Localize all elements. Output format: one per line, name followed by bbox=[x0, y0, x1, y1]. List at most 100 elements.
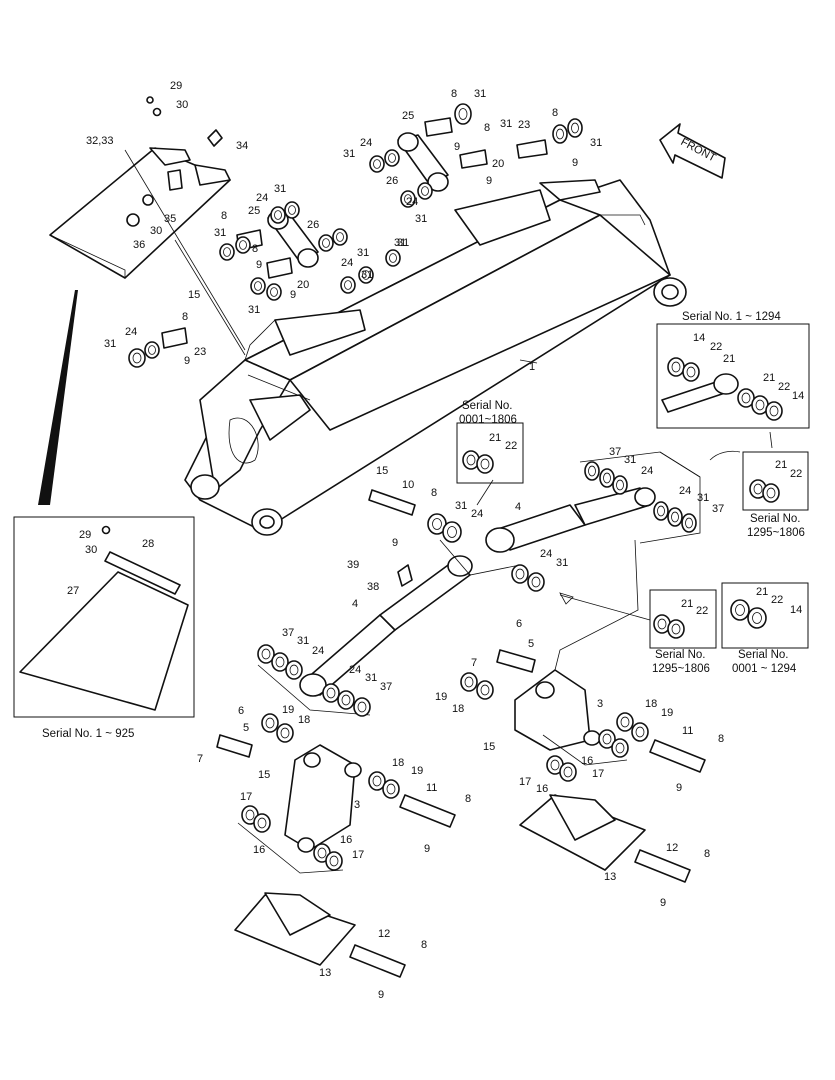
washer-hole-13 bbox=[344, 280, 352, 290]
callout-c31e: 31 bbox=[415, 213, 427, 225]
washer-12 bbox=[332, 228, 348, 246]
front-direction-arrow: FRONT bbox=[659, 123, 726, 179]
callout-c14c: 14 bbox=[790, 604, 802, 616]
callout-c15d: 15 bbox=[258, 769, 270, 781]
washer-hole-35 bbox=[357, 701, 367, 713]
callout-c31h: 31 bbox=[214, 227, 226, 239]
callout-c14b: 14 bbox=[792, 390, 804, 402]
callout-c25a: 25 bbox=[402, 110, 414, 122]
callout-c14a: 14 bbox=[693, 332, 705, 344]
washer-hole-14 bbox=[362, 270, 370, 280]
washer-hole-24 bbox=[616, 479, 624, 491]
boom-assembly bbox=[184, 179, 687, 536]
callout-c8i: 8 bbox=[704, 848, 710, 860]
washer-hole-21 bbox=[447, 526, 457, 538]
caption-serial-0001-1806-line2: 0001~1806 bbox=[459, 414, 517, 426]
callout-c18d: 18 bbox=[392, 757, 404, 769]
washer-27 bbox=[681, 513, 697, 533]
callout-c9e: 9 bbox=[290, 289, 296, 301]
callout-c31p: 31 bbox=[697, 492, 709, 504]
callout-c24e: 24 bbox=[125, 326, 137, 338]
callout-c29b: 29 bbox=[79, 529, 91, 541]
washer-hole-27 bbox=[685, 517, 693, 529]
washer-0 bbox=[454, 103, 472, 125]
washer-3 bbox=[369, 155, 385, 173]
caption-serial-0001-1806-line1: Serial No. bbox=[462, 400, 513, 412]
washer-hole-45 bbox=[329, 855, 339, 867]
washer-48 bbox=[598, 729, 616, 749]
washer-4 bbox=[384, 149, 400, 167]
washer-29 bbox=[527, 572, 545, 592]
callout-c31d: 31 bbox=[500, 118, 512, 130]
callout-c13b: 13 bbox=[319, 967, 331, 979]
callout-c31c: 31 bbox=[343, 148, 355, 160]
base-13-right bbox=[519, 794, 646, 871]
callout-c29a: 29 bbox=[170, 80, 182, 92]
callout-c9f: 9 bbox=[184, 355, 190, 367]
washer-64 bbox=[747, 607, 767, 629]
washer-hole-59 bbox=[753, 483, 763, 495]
washer-33 bbox=[322, 683, 340, 703]
washer-40 bbox=[368, 771, 386, 791]
callout-c31f: 31 bbox=[397, 237, 409, 249]
washer-hole-20 bbox=[432, 518, 442, 530]
callout-c8g: 8 bbox=[431, 487, 437, 499]
washer-13 bbox=[340, 276, 356, 294]
callout-c37b: 37 bbox=[712, 503, 724, 515]
washer-32 bbox=[285, 660, 303, 680]
washer-39 bbox=[276, 723, 294, 743]
washer-15 bbox=[250, 277, 266, 295]
leaders bbox=[124, 149, 773, 874]
washer-19 bbox=[144, 341, 160, 359]
washer-hole-25 bbox=[657, 505, 665, 517]
callout-c17d: 17 bbox=[352, 849, 364, 861]
callout-c6b: 6 bbox=[238, 705, 244, 717]
washer-hole-2 bbox=[556, 128, 564, 140]
callout-c12b: 12 bbox=[378, 928, 390, 940]
washer-hole-43 bbox=[257, 817, 267, 829]
washer-hole-19 bbox=[148, 345, 156, 355]
washer-hole-55 bbox=[755, 399, 765, 411]
washer-hole-8 bbox=[274, 210, 282, 220]
callout-c21b: 21 bbox=[763, 372, 775, 384]
washer-58 bbox=[476, 454, 494, 474]
callout-c9k: 9 bbox=[378, 989, 384, 1001]
washer-hole-32 bbox=[289, 664, 299, 676]
callout-c22e: 22 bbox=[696, 605, 708, 617]
washer-31 bbox=[271, 652, 289, 672]
washer-hole-17 bbox=[389, 253, 397, 263]
callout-c9c: 9 bbox=[572, 157, 578, 169]
washer-hole-28 bbox=[515, 568, 525, 580]
washer-hole-22 bbox=[588, 465, 596, 477]
callout-c34: 34 bbox=[236, 140, 248, 152]
callout-c3a: 3 bbox=[597, 698, 603, 710]
washer-9 bbox=[219, 243, 235, 261]
washer-hole-48 bbox=[602, 733, 612, 745]
washer-43 bbox=[253, 813, 271, 833]
callout-c31l: 31 bbox=[394, 237, 406, 249]
callout-c9d: 9 bbox=[256, 259, 262, 271]
callout-c30b: 30 bbox=[150, 225, 162, 237]
callout-c27: 27 bbox=[67, 585, 79, 597]
washer-hole-58 bbox=[480, 458, 490, 470]
caption-serial-1-1294: Serial No. 1 ~ 1294 bbox=[682, 311, 781, 323]
caption-serial-1295-1806-right-line2: 1295~1806 bbox=[747, 527, 805, 539]
callout-c4b: 4 bbox=[352, 598, 358, 610]
callout-c31k: 31 bbox=[248, 304, 260, 316]
callout-c9h: 9 bbox=[676, 782, 682, 794]
washer-hole-41 bbox=[386, 783, 396, 795]
callout-c16c: 16 bbox=[253, 844, 265, 856]
callout-c9a: 9 bbox=[454, 141, 460, 153]
washer-16 bbox=[266, 283, 282, 301]
washer-hole-16 bbox=[270, 287, 278, 297]
callout-c8a: 8 bbox=[451, 88, 457, 100]
washer-hole-9 bbox=[223, 247, 231, 257]
washer-38 bbox=[261, 713, 279, 733]
washer-hole-5 bbox=[421, 186, 429, 196]
washer-30 bbox=[257, 644, 275, 664]
callout-c36: 36 bbox=[133, 239, 145, 251]
callout-c26a: 26 bbox=[386, 175, 398, 187]
washer-hole-56 bbox=[769, 405, 779, 417]
base-13-left bbox=[234, 892, 356, 966]
